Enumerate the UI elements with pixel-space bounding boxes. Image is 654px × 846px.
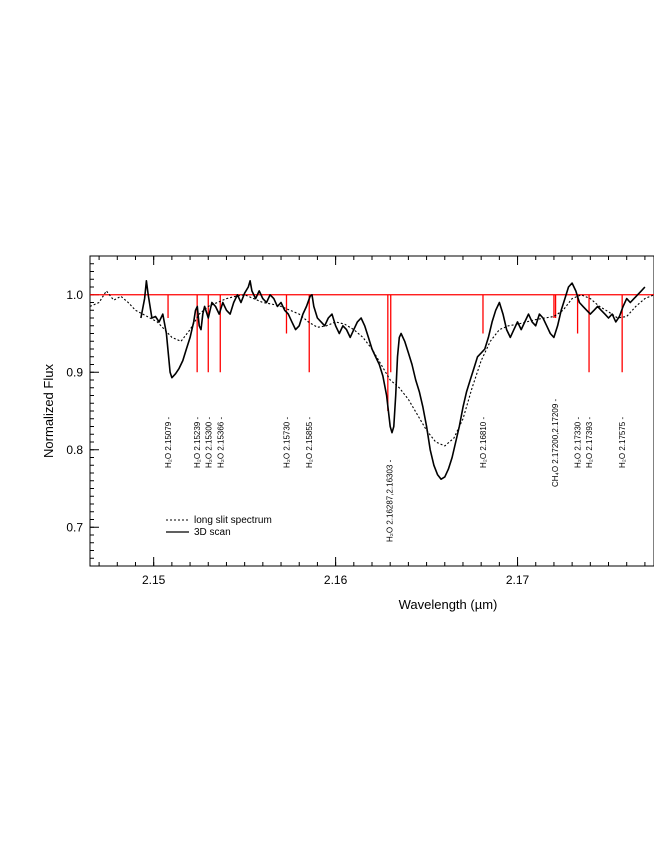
line-label: H₂O 2.17393 - xyxy=(585,417,594,468)
line-label: H₂O 2.15730 - xyxy=(282,417,291,468)
line-label: H₂O 2.15079 - xyxy=(164,417,173,468)
line-label: H₂O 2.17575 - xyxy=(618,417,627,468)
reference-lines xyxy=(90,294,654,411)
y-tick-label: 0.7 xyxy=(66,520,83,534)
line-label: CH₄O 2.17200,2.17209 - xyxy=(551,398,560,487)
x-tick-label: 2.15 xyxy=(142,573,166,587)
legend-label-long-slit: long slit spectrum xyxy=(194,515,272,526)
x-axis-title: Wavelength (µm) xyxy=(399,597,498,612)
x-tick-label: 2.16 xyxy=(324,573,348,587)
y-tick-label: 0.8 xyxy=(66,443,83,457)
series-group xyxy=(89,280,654,480)
line-label: H₂O 2.15366 - xyxy=(216,417,225,468)
major-ticks xyxy=(90,256,519,566)
line-labels: H₂O 2.15079 -H₂O 2.15239 -H₂O 2.15300 -H… xyxy=(164,398,627,542)
y-axis-title: Normalized Flux xyxy=(41,364,56,458)
series-3d-scan xyxy=(140,280,646,480)
line-label: H₂O 2.15239 - xyxy=(193,417,202,468)
line-label: H₂O 2.15300 - xyxy=(204,417,213,468)
tick-labels: 2.15 2.16 2.17 0.7 0.8 0.9 1.0 xyxy=(66,288,529,587)
legend: long slit spectrum 3D scan xyxy=(166,515,272,538)
minor-ticks xyxy=(90,256,646,566)
series-long-slit xyxy=(89,290,654,447)
line-label: H₂O 2.17330 - xyxy=(574,417,583,468)
line-label: H₂O 2.16810 - xyxy=(479,417,488,468)
line-label: H₂O 2.15855 - xyxy=(305,417,314,468)
legend-label-3d-scan: 3D scan xyxy=(194,527,231,538)
y-tick-label: 0.9 xyxy=(66,365,83,379)
y-tick-label: 1.0 xyxy=(66,288,83,302)
line-label: H₂O 2.16287,2.16303 - xyxy=(385,459,394,542)
x-tick-label: 2.17 xyxy=(506,573,530,587)
